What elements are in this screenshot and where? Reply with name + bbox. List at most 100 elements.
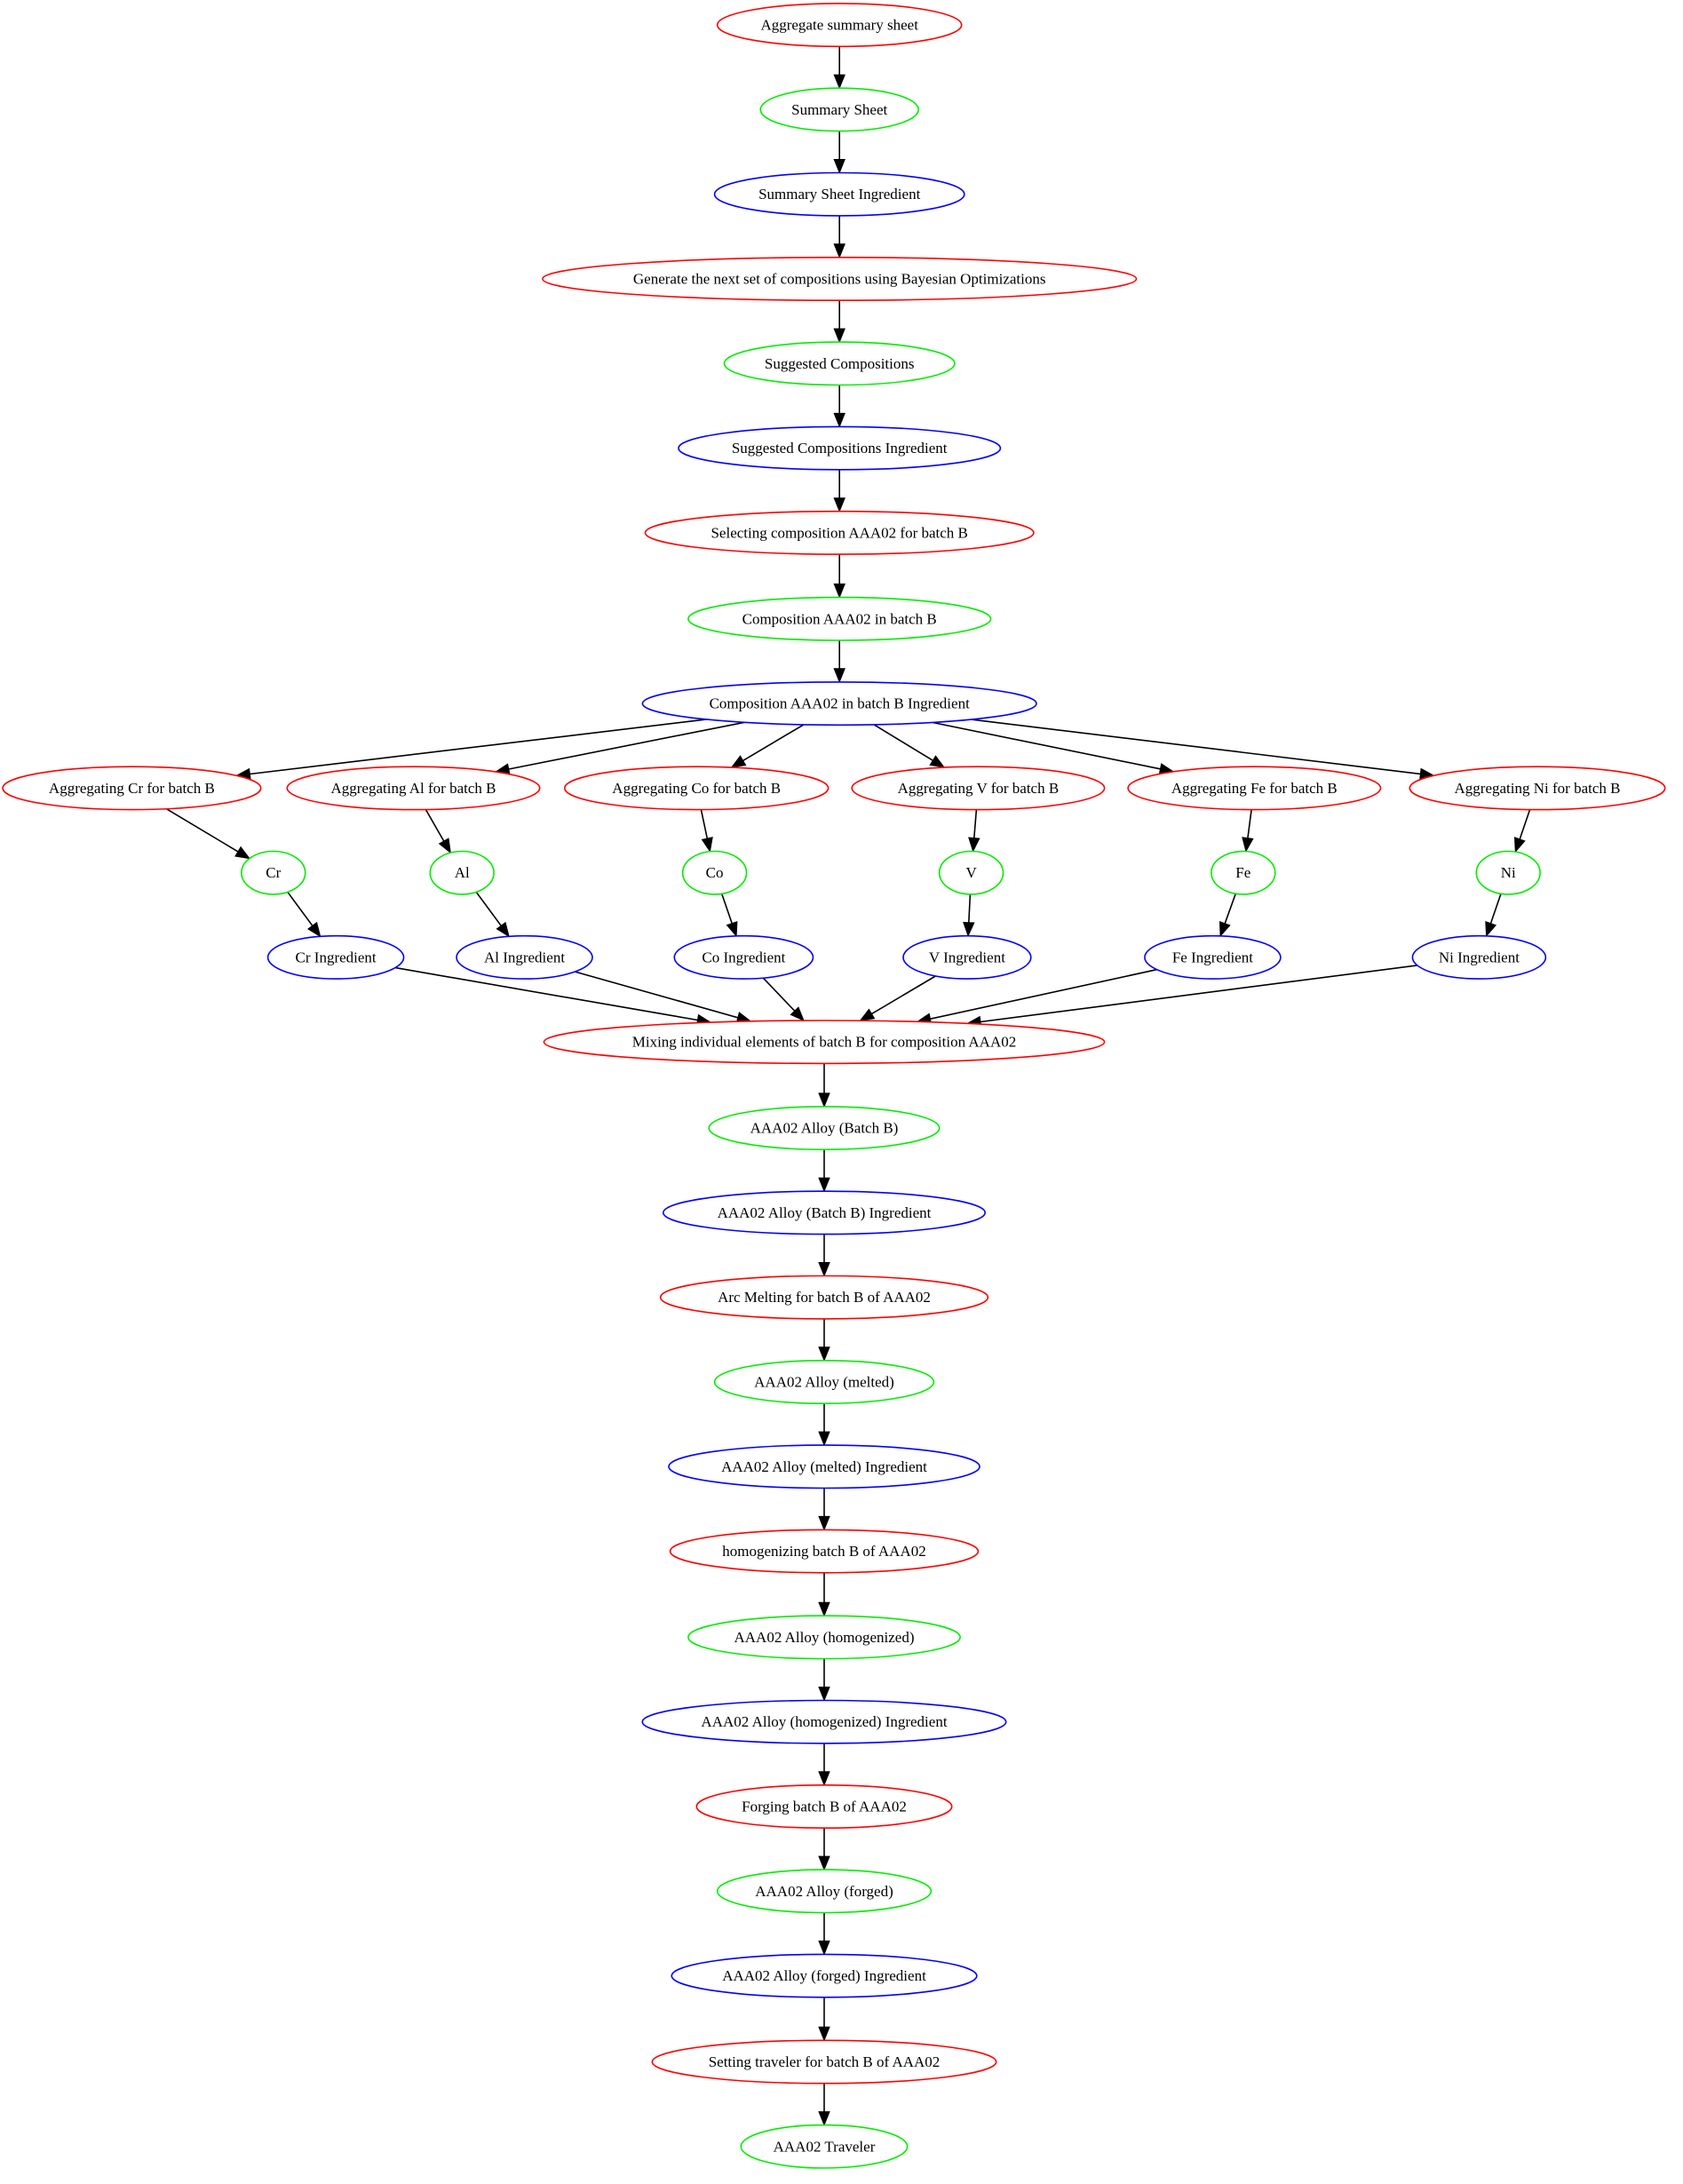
process-node-shape	[1127, 766, 1382, 811]
node-aaa02-alloy-melted: AAA02 Alloy (melted)	[713, 1360, 935, 1405]
edge-p8-to-p9	[818, 1658, 830, 1702]
node-cr-ingredient: Cr Ingredient	[266, 934, 405, 980]
arrowhead	[818, 1346, 830, 1362]
edge-p6-to-p7	[818, 1488, 830, 1531]
arrowhead	[234, 846, 251, 860]
edge-a3-to-m3	[700, 809, 713, 854]
arrowhead	[730, 755, 747, 768]
material-node-shape	[759, 87, 920, 132]
arrowhead	[833, 328, 845, 344]
node-ni-ingredient: Ni Ingredient	[1411, 934, 1547, 980]
process-node-shape	[564, 766, 830, 811]
edge-p10-to-p11	[818, 1828, 830, 1871]
node-label: Arc Melting for batch B of AAA02	[718, 1289, 931, 1306]
node-suggested-compositions-ingredient: Suggested Compositions Ingredient	[678, 425, 1002, 471]
node-label: Aggregating Al for batch B	[330, 780, 496, 797]
edge-n5-to-n6	[833, 385, 845, 428]
arrowhead	[859, 1008, 876, 1021]
edge-m2-to-i2	[475, 891, 510, 938]
arrowhead	[1242, 837, 1254, 853]
material-node-shape	[687, 596, 992, 641]
arrowhead	[833, 74, 845, 90]
process-node-shape	[644, 510, 1035, 555]
process-node-shape	[716, 3, 963, 48]
node-mixing-individual-elements-of-batch-b-for-composition-aaa02: Mixing individual elements of batch B fo…	[543, 1020, 1106, 1065]
edge-line	[287, 891, 314, 926]
node-v: V	[938, 850, 1004, 895]
arrowhead	[833, 159, 845, 174]
node-al: Al	[429, 850, 495, 895]
node-v-ingredient: V Ingredient	[902, 934, 1032, 980]
ingredient-node-shape	[902, 934, 1032, 980]
edge-n1-to-n2	[833, 46, 845, 90]
node-aggregating-ni-for-batch-b: Aggregating Ni for batch B	[1409, 766, 1666, 811]
arrowhead	[929, 755, 946, 768]
node-aaa02-traveler: AAA02 Traveler	[740, 2124, 909, 2169]
node-arc-melting-for-batch-b-of-aaa02: Arc Melting for batch B of AAA02	[659, 1275, 989, 1320]
process-node-shape	[286, 766, 541, 811]
node-aggregating-co-for-batch-b: Aggregating Co for batch B	[564, 766, 830, 811]
node-aggregating-v-for-batch-b: Aggregating V for batch B	[851, 766, 1106, 811]
node-label: Aggregate summary sheet	[760, 17, 918, 34]
node-forging-batch-b-of-aaa02: Forging batch B of AAA02	[695, 1784, 953, 1830]
node-summary-sheet-ingredient: Summary Sheet Ingredient	[713, 171, 965, 217]
edge-m1-to-i1	[287, 891, 322, 938]
node-label: Ni	[1501, 864, 1516, 881]
edge-line	[165, 808, 239, 853]
edge-n9-to-a3	[730, 724, 805, 768]
edge-line	[980, 965, 1417, 1023]
ingredient-node-shape	[641, 1699, 1007, 1744]
edge-n8-to-n9	[833, 640, 845, 684]
arrowhead	[818, 1601, 830, 1617]
arrowhead	[818, 1092, 830, 1108]
edge-line	[930, 968, 1157, 1020]
node-ni: Ni	[1475, 850, 1541, 895]
ingredient-node-shape	[456, 934, 593, 980]
edge-i2-to-p1	[575, 971, 752, 1024]
edge-p4-to-p5	[818, 1318, 830, 1362]
node-label: AAA02 Alloy (Batch B)	[750, 1120, 899, 1137]
arrowhead	[1219, 920, 1231, 938]
edge-a6-to-m6	[1513, 809, 1531, 854]
arrowhead	[1513, 837, 1526, 854]
ingredient-node-shape	[1411, 934, 1547, 980]
ingredient-node-shape	[673, 934, 814, 980]
arrowhead	[818, 2111, 830, 2126]
arrowhead	[818, 1771, 830, 1787]
arrowhead	[496, 921, 510, 938]
process-node-shape	[669, 1529, 980, 1574]
node-aggregating-al-for-batch-b: Aggregating Al for batch B	[286, 766, 541, 811]
edge-n3-to-n4	[833, 215, 845, 259]
edge-i3-to-p1	[762, 977, 805, 1022]
ingredient-node-shape	[668, 1444, 980, 1489]
edge-p9-to-p10	[818, 1743, 830, 1787]
arrowhead	[833, 243, 845, 259]
node-label: AAA02 Alloy (homogenized)	[734, 1629, 914, 1646]
edge-n2-to-n3	[833, 131, 845, 174]
arrowhead	[963, 921, 975, 938]
arrowhead	[818, 1940, 830, 1956]
node-label: Fe Ingredient	[1172, 949, 1253, 965]
node-cr: Cr	[241, 850, 306, 895]
edge-line	[932, 721, 1161, 770]
process-node-shape	[1409, 766, 1666, 811]
node-label: Selecting composition AAA02 for batch B	[711, 524, 967, 541]
arrowhead	[833, 412, 845, 428]
edge-n6-to-n7	[833, 469, 845, 513]
material-node-shape	[687, 1615, 961, 1660]
edge-line	[1224, 893, 1237, 925]
node-fe-ingredient: Fe Ingredient	[1144, 934, 1282, 980]
material-node-shape	[713, 1360, 935, 1405]
edge-line	[971, 719, 1421, 775]
arrowhead	[701, 837, 713, 854]
edge-line	[700, 809, 709, 839]
edge-line	[475, 891, 502, 926]
edge-line	[720, 893, 733, 924]
edge-m3-to-i3	[720, 893, 738, 938]
node-label: Summary Sheet Ingredient	[758, 186, 921, 203]
ingredient-node-shape	[678, 425, 1002, 471]
edge-line	[742, 724, 805, 762]
node-label: Ni Ingredient	[1439, 949, 1520, 965]
process-node-shape	[659, 1275, 989, 1320]
